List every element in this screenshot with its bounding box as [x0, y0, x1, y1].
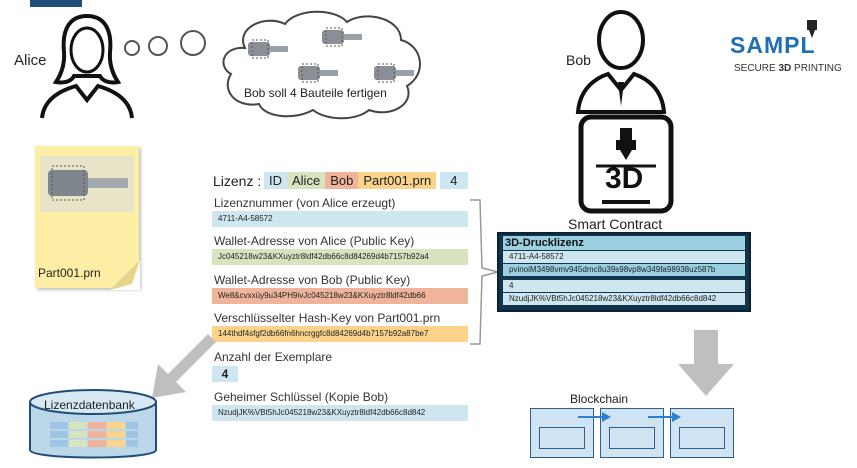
alice-label: Alice [14, 52, 47, 69]
field-label-hash-key: Verschlüsselter Hash-Key von Part001.prn [214, 311, 441, 325]
printer-nozzle-logo-icon [807, 20, 817, 38]
database-label: Lizenzdatenbank [44, 398, 135, 412]
contract-row-license: 4711-A4-58572 [503, 251, 745, 263]
block-3 [670, 408, 734, 458]
gear-part-image [298, 63, 338, 83]
chip-count: 4 [440, 172, 468, 189]
field-value-hash-key: 144thdf4sfgf2db66fn6hncrggfc8d84269d4b71… [212, 326, 468, 342]
thought-dot-small [124, 40, 140, 56]
chip-part: Part001.prn [358, 172, 437, 189]
gear-part-image [248, 39, 288, 59]
contract-row-count: 4 [503, 280, 745, 292]
contract-title: 3D-Drucklizenz [503, 236, 745, 250]
tagline-post: PRINTING [791, 63, 842, 74]
count-value: 4 [212, 366, 238, 382]
bracket-connector [470, 199, 499, 345]
license-title: Lizenz : [213, 173, 262, 189]
sampl-logo: SAMPL [730, 32, 816, 58]
field-value-bob-wallet: We8&cvxxüy9u34PH9ivJc045218w23&KXuyztr8l… [212, 288, 468, 304]
gear-part-image [40, 156, 134, 212]
corner-accent [30, 0, 82, 7]
thought-dot-large [180, 30, 206, 56]
gear-part-image [322, 27, 362, 47]
block-1-inner [539, 427, 585, 449]
contract-row-secret: NzudjJK%VBt5hJc045218w23&KXuyztr8ldf42db… [503, 293, 745, 305]
count-label: Anzahl der Exemplare [214, 350, 333, 364]
blockchain-label: Blockchain [570, 392, 629, 406]
file-name: Part001.prn [38, 266, 101, 280]
smart-contract-label: Smart Contract [568, 216, 663, 232]
thought-text: Bob soll 4 Bauteile fertigen [244, 86, 387, 100]
bob-label: Bob [566, 52, 591, 68]
chip-id: ID [264, 172, 287, 189]
chain-arrow-right-icon [578, 412, 611, 422]
chip-bob: Bob [325, 172, 359, 189]
field-value-license-number: 4711-A4-58572 [212, 211, 468, 227]
chip-alice: Alice [287, 172, 326, 189]
3d-printer-icon [578, 114, 674, 214]
contract-row-key: pvinoiM3498vmv945dmc8u39s98vp8w349fa9893… [503, 264, 745, 276]
gear-part-image [374, 63, 414, 83]
chain-arrow-right-icon [648, 412, 681, 422]
tagline-bold: 3D [778, 63, 792, 74]
field-label-alice-wallet: Wallet-Adresse von Alice (Public Key) [214, 234, 415, 248]
field-value-alice-wallet: Jc045218w23&KXuyztr8ldf42db66c8d84269d4b… [212, 249, 468, 265]
block-2-inner [609, 427, 655, 449]
thought-dot-medium [148, 36, 168, 56]
field-label-bob-wallet: Wallet-Adresse von Bob (Public Key) [214, 273, 411, 287]
database-icon [29, 389, 157, 459]
bob-person-icon [575, 10, 667, 114]
thought-cloud [222, 10, 421, 120]
field-label-license-number: Lizenznummer (von Alice erzeugt) [214, 196, 396, 210]
file-dogear [110, 260, 140, 290]
arrow-down-icon [678, 330, 734, 396]
printer-3d-label: 3D [605, 162, 644, 195]
alice-person-icon [40, 13, 134, 119]
secret-label: Geheimer Schlüssel (Kopie Bob) [214, 390, 389, 404]
sampl-tagline: SECURE 3D PRINTING [734, 63, 842, 74]
block-3-inner [679, 427, 725, 449]
secret-value: NzudjJK%VBt5hJc045218w23&KXuyztr8ldf42db… [212, 405, 468, 421]
tagline-pre: SECURE [734, 63, 779, 74]
block-1 [530, 408, 594, 458]
arrow-down-left-icon [152, 334, 216, 398]
